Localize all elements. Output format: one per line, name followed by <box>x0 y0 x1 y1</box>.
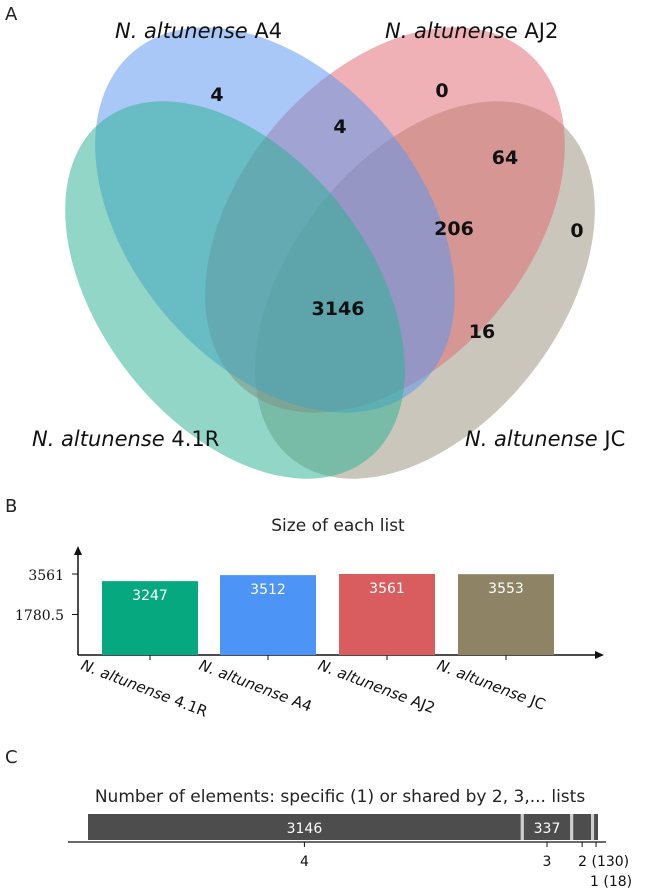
stacked-chart-title: Number of elements: specific (1) or shar… <box>95 787 585 807</box>
stacked-group-label: 2 (130) <box>578 854 629 870</box>
venn-label-jc-species: N. altunense <box>465 427 598 451</box>
bar-value-label: 3553 <box>488 581 524 597</box>
stacked-bar-chart: 3146 337 4 3 2 (130) 1 (18) <box>68 814 632 890</box>
venn-count-only-aj2: 0 <box>435 80 448 102</box>
venn-label-4-1r-strain: 4.1R <box>165 427 220 451</box>
x-category-label: N. altunense A4 <box>197 656 315 716</box>
stacked-group-label: 1 (18) <box>590 874 632 890</box>
y-tick-label-mid: 1780.5 <box>15 608 64 624</box>
venn-label-aj2-species: N. altunense <box>385 19 518 43</box>
venn-label-a4: N. altunense A4 <box>115 19 282 43</box>
x-category-label: N. altunense 4.1R <box>79 656 210 721</box>
stacked-segment <box>523 814 571 840</box>
venn-set-4-1r <box>65 101 405 479</box>
bar-value-label: 3561 <box>369 581 405 597</box>
stacked-segment-gap <box>520 814 524 840</box>
venn-diagram: 4 0 4 64 206 0 3146 16 N. altunense A4 N… <box>32 19 625 479</box>
venn-label-aj2: N. altunense AJ2 <box>385 19 558 43</box>
venn-label-jc-strain: JC <box>598 427 626 451</box>
bar-value-label: 3247 <box>132 588 168 604</box>
venn-count-a4-aj2: 4 <box>333 116 346 138</box>
venn-label-a4-strain: A4 <box>248 19 282 43</box>
bar-value-label: 3512 <box>250 582 286 598</box>
venn-count-only-a4: 4 <box>210 84 223 106</box>
stacked-segment-gap <box>570 814 574 840</box>
y-axis-arrowhead <box>74 546 82 555</box>
venn-count-a4-aj2-jc: 206 <box>434 218 474 240</box>
x-axis-arrowhead <box>595 651 604 659</box>
stacked-segment <box>594 814 598 840</box>
stacked-group-label: 4 <box>300 854 309 870</box>
bar-chart-title: Size of each list <box>271 516 405 536</box>
bar <box>102 581 198 655</box>
venn-label-a4-species: N. altunense <box>115 19 248 43</box>
y-tick-label-max: 3561 <box>28 568 64 584</box>
venn-label-4-1r-species: N. altunense <box>32 427 165 451</box>
stacked-group-label: 3 <box>543 854 552 870</box>
venn-label-4-1r: N. altunense 4.1R <box>32 427 219 451</box>
stacked-segment <box>88 814 521 840</box>
panel-label-c: C <box>5 747 18 768</box>
venn-label-aj2-strain: AJ2 <box>518 19 559 43</box>
x-category-label: N. altunense AJ2 <box>316 656 438 717</box>
bar <box>220 575 316 655</box>
x-category-label: N. altunense JC <box>435 656 548 714</box>
venn-count-aj2-jc: 64 <box>492 147 518 169</box>
stacked-segment-value: 3146 <box>287 821 323 837</box>
venn-count-a4-jc: 16 <box>469 321 495 343</box>
stacked-segment <box>573 814 592 840</box>
venn-count-only-jc: 0 <box>570 220 583 242</box>
stacked-segment-gap <box>591 814 595 840</box>
panel-label-a: A <box>5 4 18 25</box>
bar-chart: 3561 1780.5 3247 N. altunense 4.1R 3512 N. … <box>15 546 604 721</box>
bar <box>458 574 554 655</box>
stacked-segment-value: 337 <box>534 821 561 837</box>
panel-label-b: B <box>5 496 17 517</box>
venn-label-jc: N. altunense JC <box>465 427 625 451</box>
venn-count-all-four: 3146 <box>312 298 365 320</box>
bar <box>339 574 435 655</box>
